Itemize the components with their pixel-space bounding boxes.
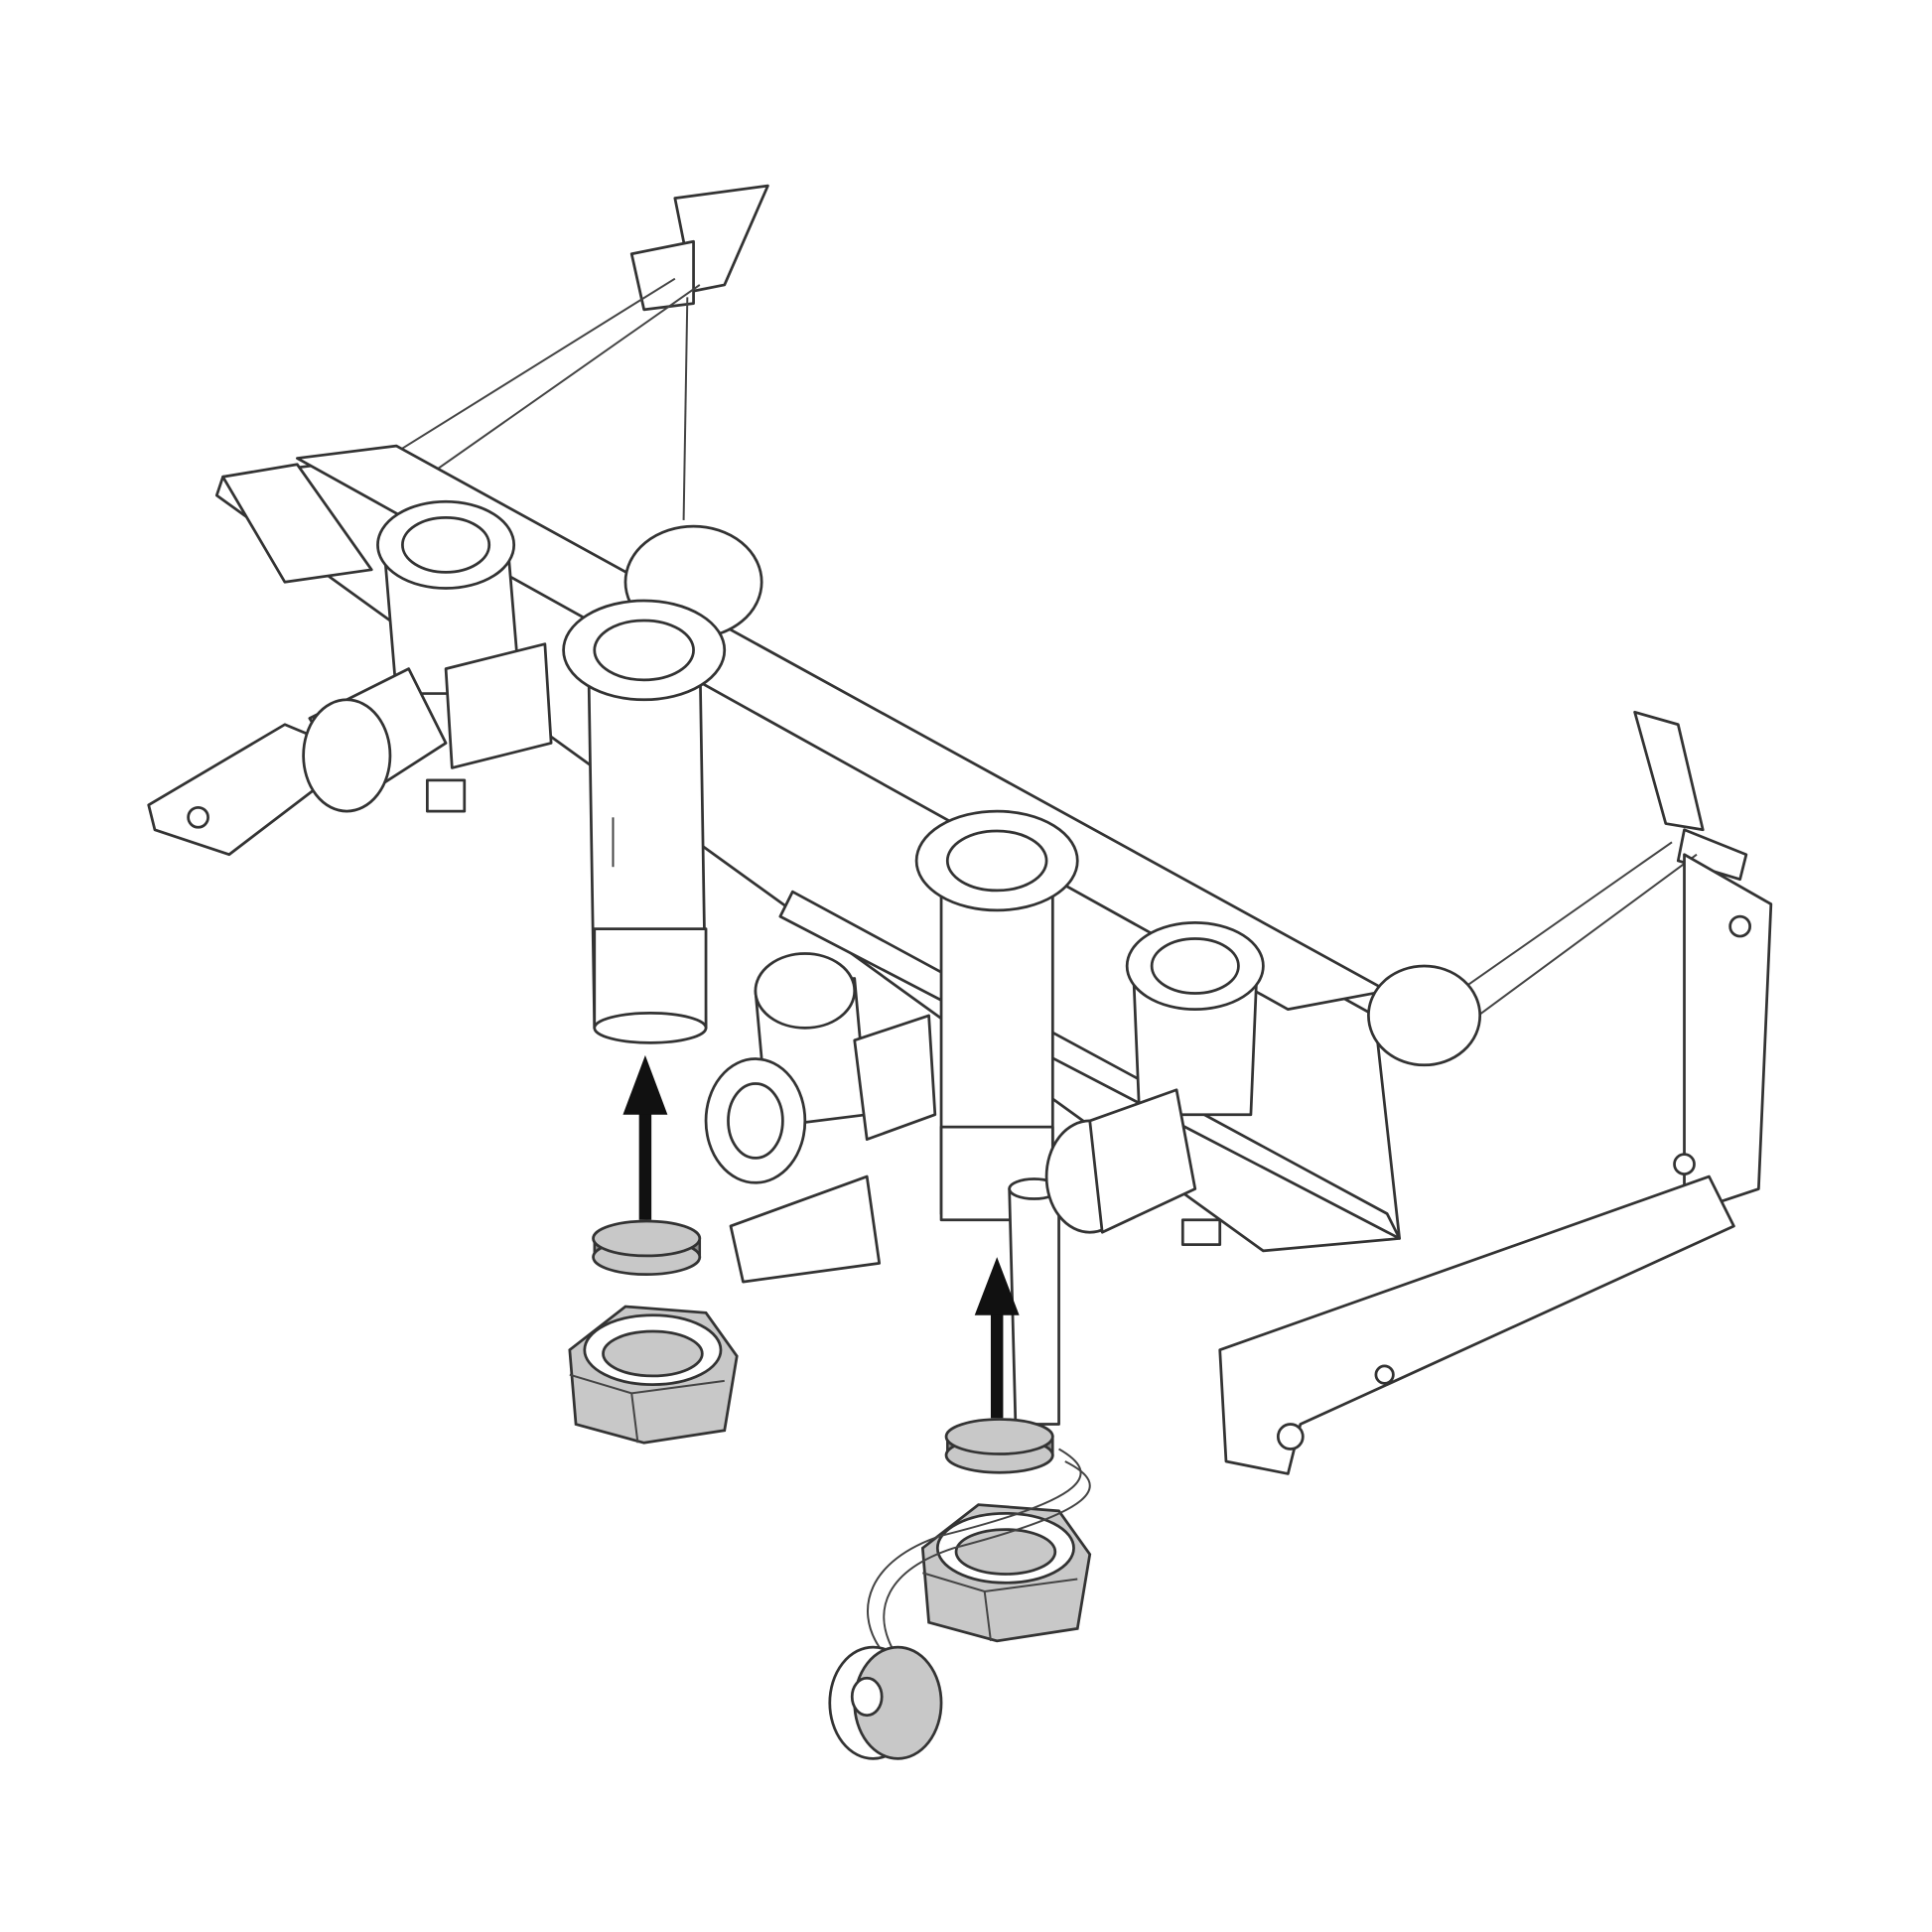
arrow-up-icon — [622, 1054, 668, 1220]
right-bracket-foot — [1218, 853, 1773, 1475]
right-valve — [1044, 920, 1265, 1247]
arrow-up-icon — [974, 1257, 1020, 1419]
left-washer — [592, 1219, 702, 1276]
flow-pipe-left — [562, 599, 727, 1044]
left-nut — [568, 1305, 739, 1445]
left-hanging-strap — [345, 184, 769, 520]
centre-valve — [704, 952, 937, 1284]
right-nut — [920, 1503, 1092, 1643]
right-washer — [944, 1418, 1054, 1474]
return-pipe-right — [914, 809, 1079, 1426]
blanking-cap-on-chain — [828, 1448, 1091, 1760]
left-valve — [302, 499, 553, 813]
